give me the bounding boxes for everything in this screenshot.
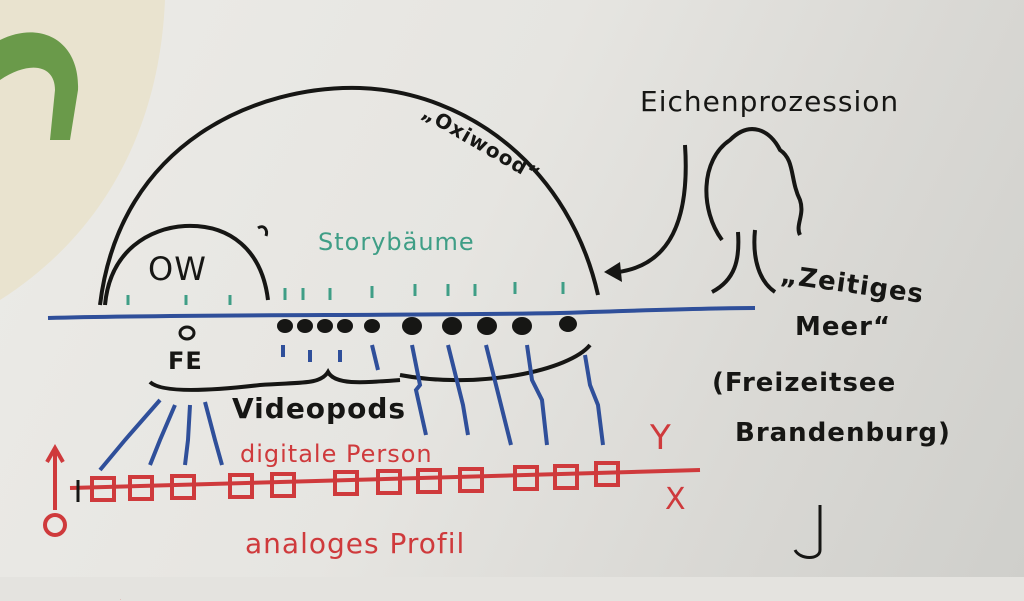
label-eichenprozession: Eichenprozession: [640, 85, 900, 118]
label-meer: Meer“: [795, 312, 892, 342]
ow-dome: [103, 223, 270, 306]
videopod-circles: [277, 316, 577, 335]
profile-squares: [90, 461, 620, 502]
green-logo-shape: [0, 32, 79, 140]
corner-decoration: [0, 0, 165, 300]
label-fe: FE: [168, 347, 203, 375]
label-videopods: Videopods: [232, 392, 407, 425]
label-ow: OW: [148, 250, 207, 288]
diagram-drawing: [0, 0, 822, 559]
label-brandenburg: Brandenburg): [735, 418, 951, 448]
label-axis-y: Y: [650, 418, 672, 458]
oxiwood-dome: [98, 85, 600, 306]
label-axis-x: X: [665, 482, 687, 517]
label-analoges-profil: analoges Profil: [245, 527, 466, 560]
origin-circle: [43, 513, 67, 537]
videopods-brace: [148, 368, 401, 392]
sea-line: [47, 306, 756, 320]
pod-connection-lines: [98, 344, 605, 472]
pods-bowl: [399, 343, 592, 383]
fe-circle: [178, 325, 196, 341]
label-freizeitsee: (Freizeitsee: [712, 368, 897, 398]
arrowhead: [604, 262, 622, 282]
tree-icon: [704, 127, 804, 242]
story-tree-sprouts: [126, 282, 565, 305]
arrow-to-dome: [617, 144, 688, 274]
label-storybaeume: Storybäume: [318, 228, 475, 256]
y-axis-arrow: [45, 443, 65, 510]
label-digitale-person: digitale Person: [240, 440, 433, 468]
